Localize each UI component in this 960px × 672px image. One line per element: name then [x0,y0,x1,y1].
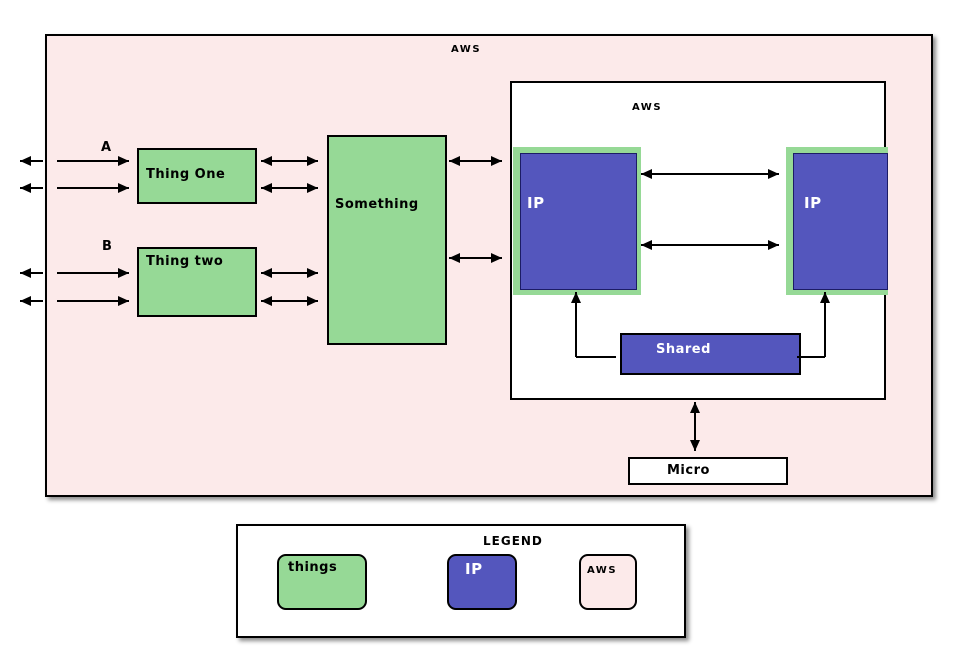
aws-inner-group[interactable]: AWS IP IP Shared [510,81,888,400]
port-a2-out-arrow-head [20,183,31,193]
node-thing-two[interactable]: Thing two [137,247,257,317]
node-thing-one[interactable]: Thing One [137,148,257,204]
port-b2-out-arrow-head [20,296,31,306]
node-shared-label: Shared [656,342,711,357]
aws-inner-group-label: AWS [632,102,663,113]
port-a-label: A [101,140,112,155]
node-ip-left-label: IP [527,194,545,212]
port-a1-out-arrow [20,160,43,162]
legend-swatch-ip-label: IP [465,560,483,578]
node-ip-right[interactable]: IP [786,147,888,295]
port-a1-out-arrow-head [20,156,31,166]
node-ip-left[interactable]: IP [513,147,641,295]
legend-swatch-aws[interactable]: AWS [579,554,637,610]
node-ip-right-label: IP [804,194,822,212]
port-b1-out-arrow-head [20,268,31,278]
aws-outer-group-label: AWS [451,44,482,55]
node-something[interactable]: Something [327,135,447,345]
legend[interactable]: LEGEND things IP AWS [236,524,686,638]
legend-swatch-aws-label: AWS [587,565,618,576]
aws-outer-group[interactable]: AWS A B Thing One Thing two Something AW… [45,34,933,497]
node-thing-one-label: Thing One [146,167,226,182]
legend-swatch-ip[interactable]: IP [447,554,517,610]
node-micro-label: Micro [667,463,710,478]
port-b-label: B [102,239,113,254]
node-ip-left-core: IP [520,153,637,290]
legend-swatch-things-label: things [288,560,338,575]
legend-title: LEGEND [483,534,543,548]
port-b2-out-arrow [20,300,43,302]
node-shared[interactable]: Shared [620,333,801,375]
node-something-label: Something [335,197,419,212]
port-a2-out-arrow [20,187,43,189]
node-thing-two-label: Thing two [146,254,224,269]
port-b1-out-arrow [20,272,43,274]
legend-swatch-things[interactable]: things [277,554,367,610]
node-micro[interactable]: Micro [628,457,788,485]
node-ip-right-core: IP [793,153,888,290]
